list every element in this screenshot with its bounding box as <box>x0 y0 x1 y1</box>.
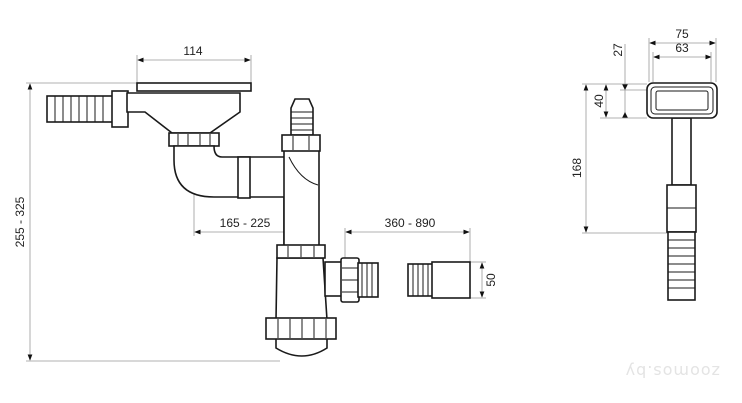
outlet-diameter-label: 50 <box>484 273 498 287</box>
overflow-inner-width-label: 63 <box>675 41 689 55</box>
overflow-height-label: 40 <box>592 94 606 108</box>
extension-range-label: 360 - 890 <box>385 216 436 230</box>
vertical-pipe <box>281 98 321 247</box>
elbow-pipe <box>173 145 301 246</box>
dimension-basin-width: 114 <box>136 44 252 83</box>
outlet-adapter <box>407 261 471 299</box>
bottle-trap <box>265 244 379 357</box>
overall-height-label: 255 - 325 <box>13 196 27 247</box>
overflow-depth-label: 27 <box>611 43 625 57</box>
sink-strainer <box>126 82 252 147</box>
dimension-overall-height: 255 - 325 <box>13 82 280 362</box>
dimension-outlet-diameter: 50 <box>470 261 498 299</box>
dimension-extension-range: 360 - 890 <box>344 216 471 262</box>
dimension-overflow-widths: 75 63 <box>648 27 717 82</box>
trap-offset-label: 165 - 225 <box>220 216 271 230</box>
overflow-length-label: 168 <box>570 158 584 178</box>
basin-width-label: 114 <box>183 44 202 58</box>
dimension-overflow-heights: 27 40 168 <box>570 43 668 234</box>
overflow-outer-width-label: 75 <box>675 27 689 41</box>
watermark: zoomos.by <box>625 362 720 381</box>
overflow-fitting <box>646 82 718 301</box>
overflow-hose-left <box>46 90 129 128</box>
